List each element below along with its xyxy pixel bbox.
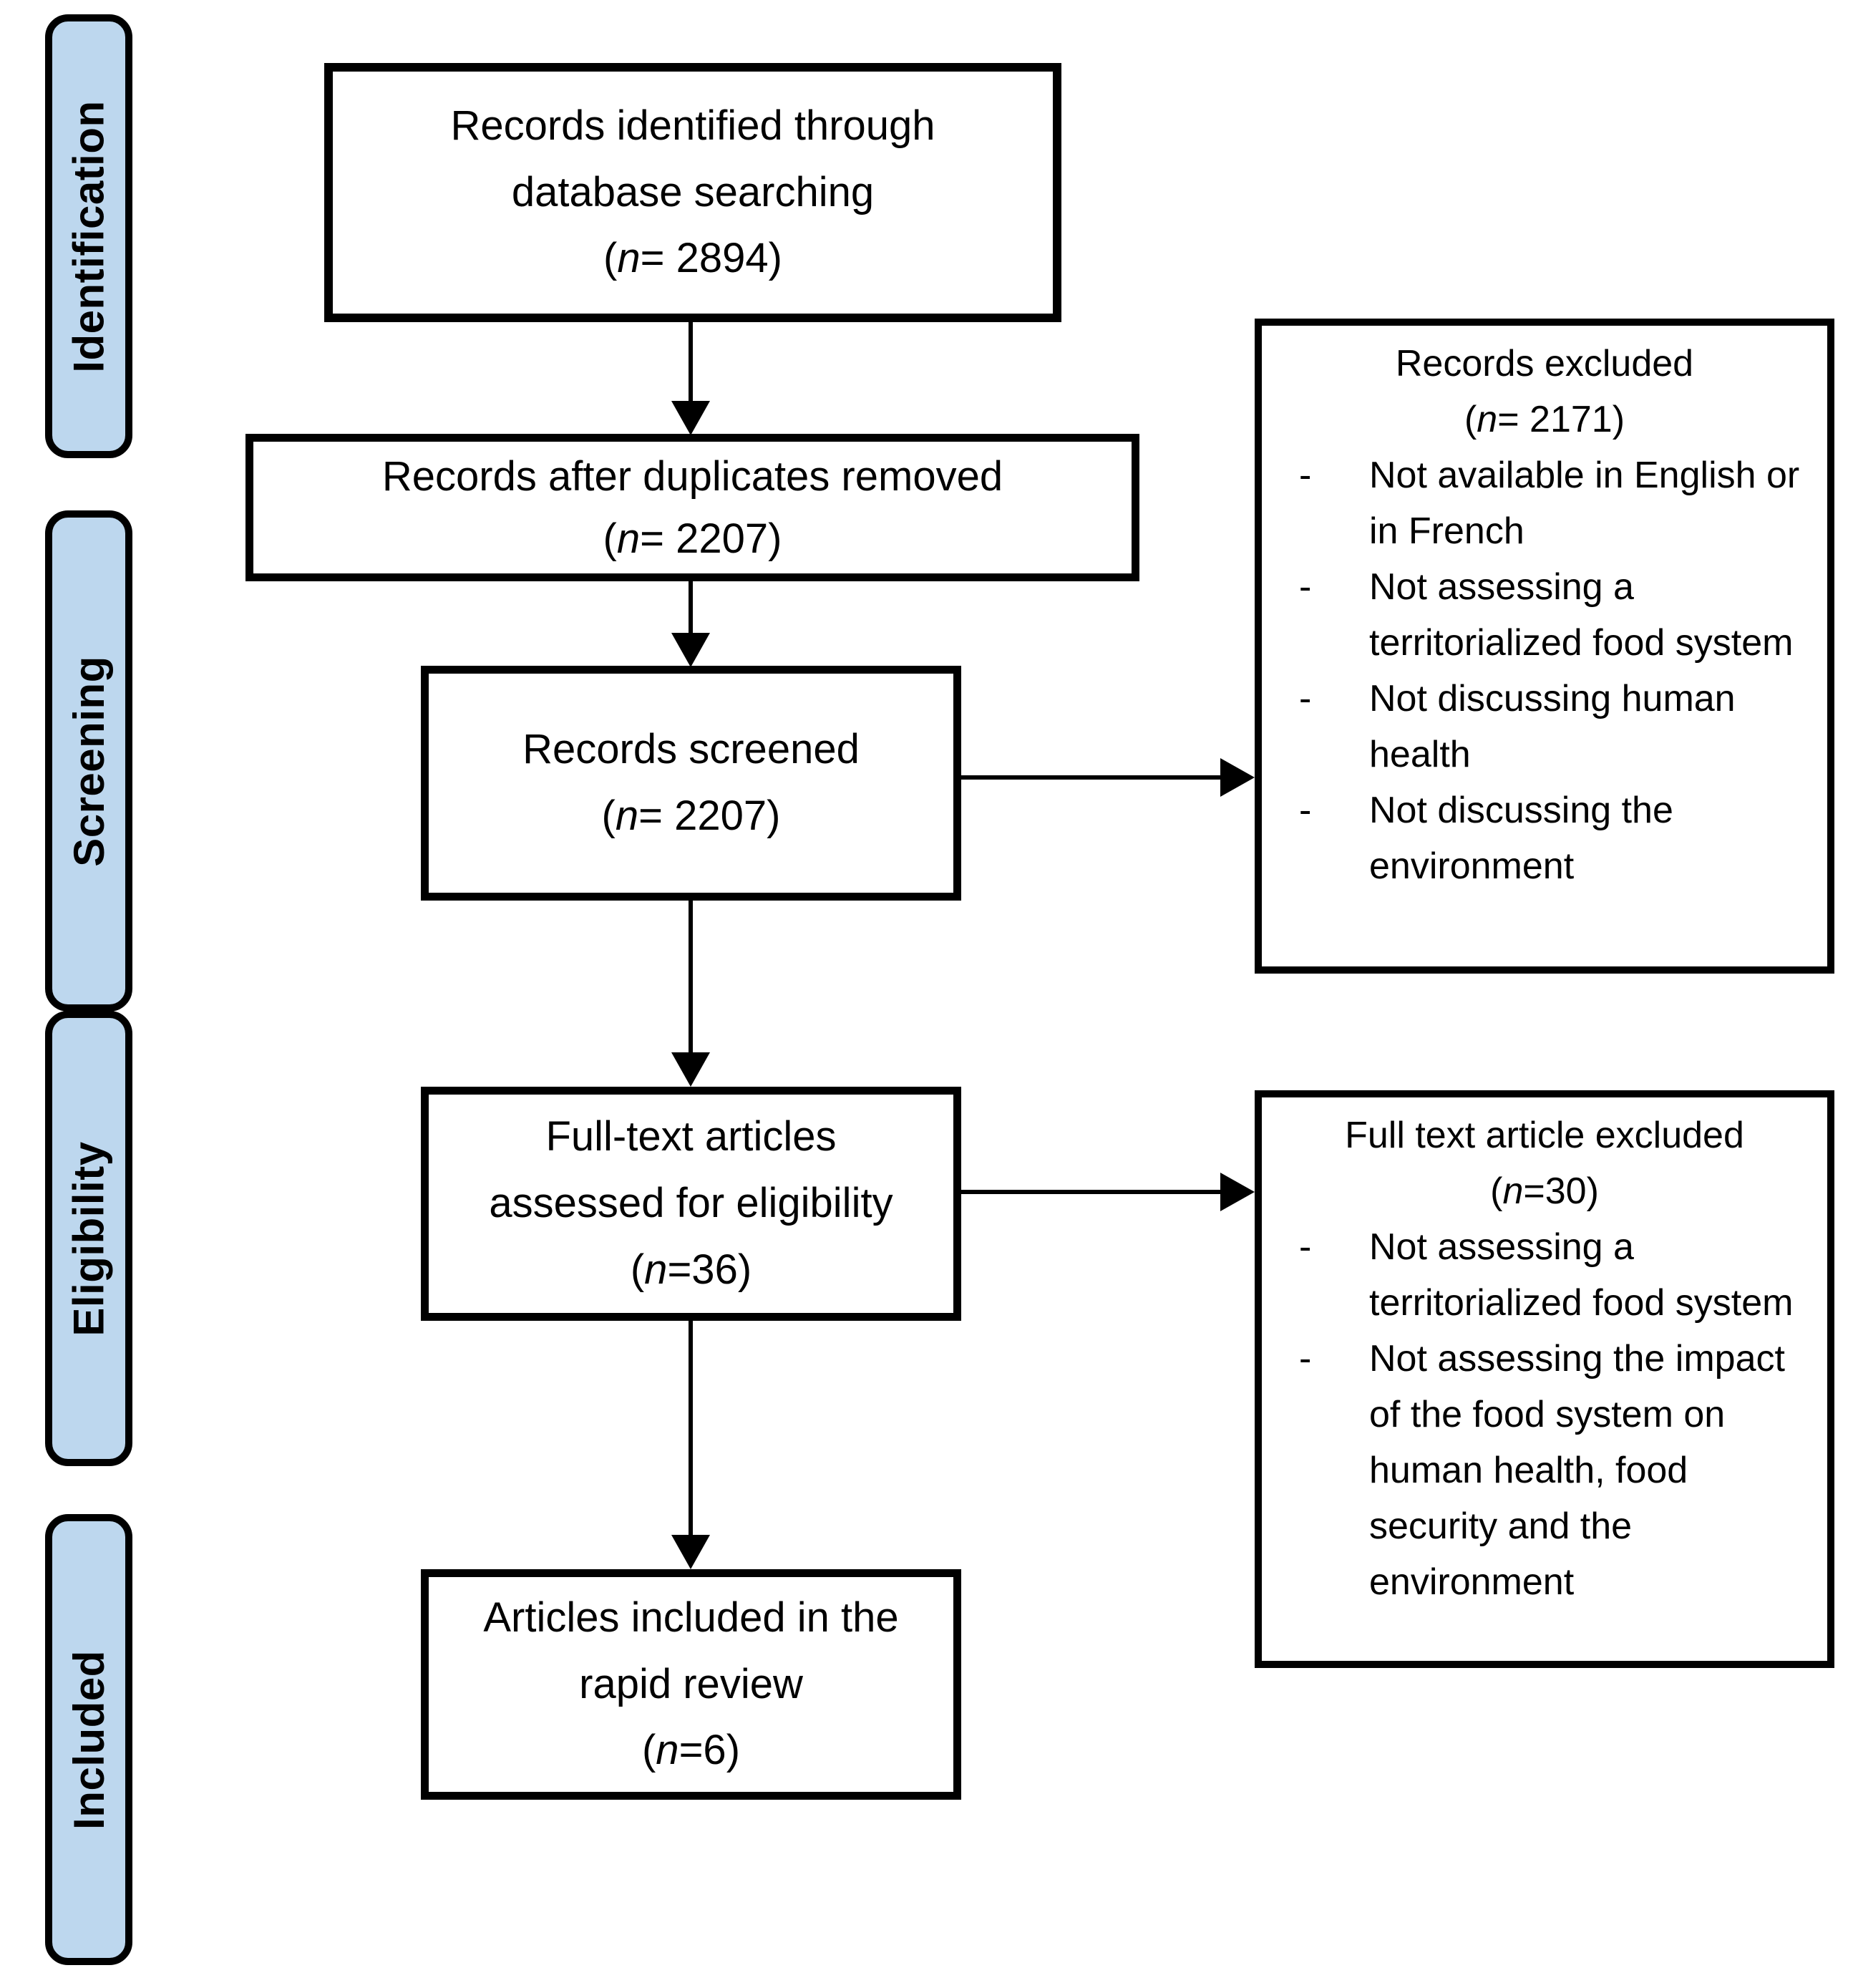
box-text-line: Records screened (522, 726, 860, 773)
list-item: -Not assessing a territorialized food sy… (1262, 1219, 1827, 1331)
arrow-fulltext-to-included (689, 1321, 693, 1536)
list-item: -Not available in English or in French (1262, 447, 1827, 559)
exclusion-reasons-list: -Not assessing a territorialized food sy… (1262, 1219, 1827, 1610)
dash-bullet: - (1299, 1338, 1312, 1380)
stage-screening-label: Screening (64, 655, 113, 867)
box-text-line: assessed for eligibility (489, 1180, 893, 1227)
box-n-count: (n=6) (641, 1727, 741, 1774)
box-text-line: Records after duplicates removed (381, 453, 1003, 500)
box-records-screened: Records screened (n= 2207) (421, 666, 961, 901)
arrow-fulltext-to-excluded (961, 1190, 1222, 1194)
stage-identification: Identification (45, 14, 132, 458)
dash-bullet: - (1299, 1226, 1312, 1268)
box-records-excluded: Records excluded (n= 2171) -Not availabl… (1255, 319, 1834, 974)
side-title-line: Full text article excluded (1345, 1115, 1744, 1156)
arrowhead-down-icon (671, 633, 710, 667)
stage-eligibility-label: Eligibility (64, 1140, 113, 1337)
stage-included: Included (45, 1514, 132, 1965)
box-n-count: (n=36) (630, 1246, 752, 1293)
exclusion-reasons-list: -Not available in English or in French -… (1262, 447, 1827, 894)
arrowhead-down-icon (671, 1535, 710, 1569)
arrowhead-down-icon (671, 401, 710, 435)
box-text-line: database searching (511, 168, 875, 215)
arrow-screened-to-fulltext (689, 901, 693, 1054)
dash-bullet: - (1299, 678, 1312, 719)
list-item: -Not discussing human health (1262, 671, 1827, 782)
dash-bullet: - (1299, 566, 1312, 608)
box-records-identified: Records identified through database sear… (324, 63, 1061, 322)
stage-eligibility: Eligibility (45, 1011, 132, 1466)
arrow-duplicates-to-screened (689, 581, 693, 634)
box-n-count: (n= 2207) (603, 515, 782, 562)
arrowhead-right-icon (1220, 758, 1255, 797)
box-articles-included: Articles included in the rapid review (n… (421, 1569, 961, 1800)
stage-screening: Screening (45, 510, 132, 1012)
box-text-line: Records identified through (450, 102, 935, 149)
box-n-count: (n=30) (1490, 1170, 1599, 1212)
box-n-count: (n= 2171) (1464, 399, 1625, 440)
side-box-title: Full text article excluded (n=30) (1262, 1107, 1827, 1219)
box-duplicates-removed: Records after duplicates removed (n= 220… (245, 434, 1139, 581)
dash-bullet: - (1299, 790, 1312, 831)
box-text-line: rapid review (579, 1660, 803, 1707)
arrowhead-right-icon (1220, 1173, 1255, 1211)
dash-bullet: - (1299, 455, 1312, 496)
list-item: -Not assessing a territorialized food sy… (1262, 559, 1827, 671)
box-text-line: Full-text articles (545, 1113, 837, 1160)
list-item: -Not discussing the environment (1262, 782, 1827, 894)
box-n-count: (n= 2894) (603, 235, 782, 282)
stage-included-label: Included (64, 1649, 113, 1830)
arrowhead-down-icon (671, 1052, 710, 1087)
arrow-identified-to-duplicates (689, 322, 693, 405)
box-fulltext-excluded: Full text article excluded (n=30) -Not a… (1255, 1090, 1834, 1668)
arrow-screened-to-excluded (961, 775, 1222, 780)
box-text-line: Articles included in the (483, 1594, 899, 1641)
side-box-title: Records excluded (n= 2171) (1262, 336, 1827, 447)
box-fulltext-assessed: Full-text articles assessed for eligibil… (421, 1087, 961, 1321)
list-item: -Not assessing the impact of the food sy… (1262, 1331, 1827, 1610)
side-title-line: Records excluded (1395, 343, 1694, 384)
stage-identification-label: Identification (64, 100, 113, 373)
box-n-count: (n= 2207) (601, 792, 781, 839)
